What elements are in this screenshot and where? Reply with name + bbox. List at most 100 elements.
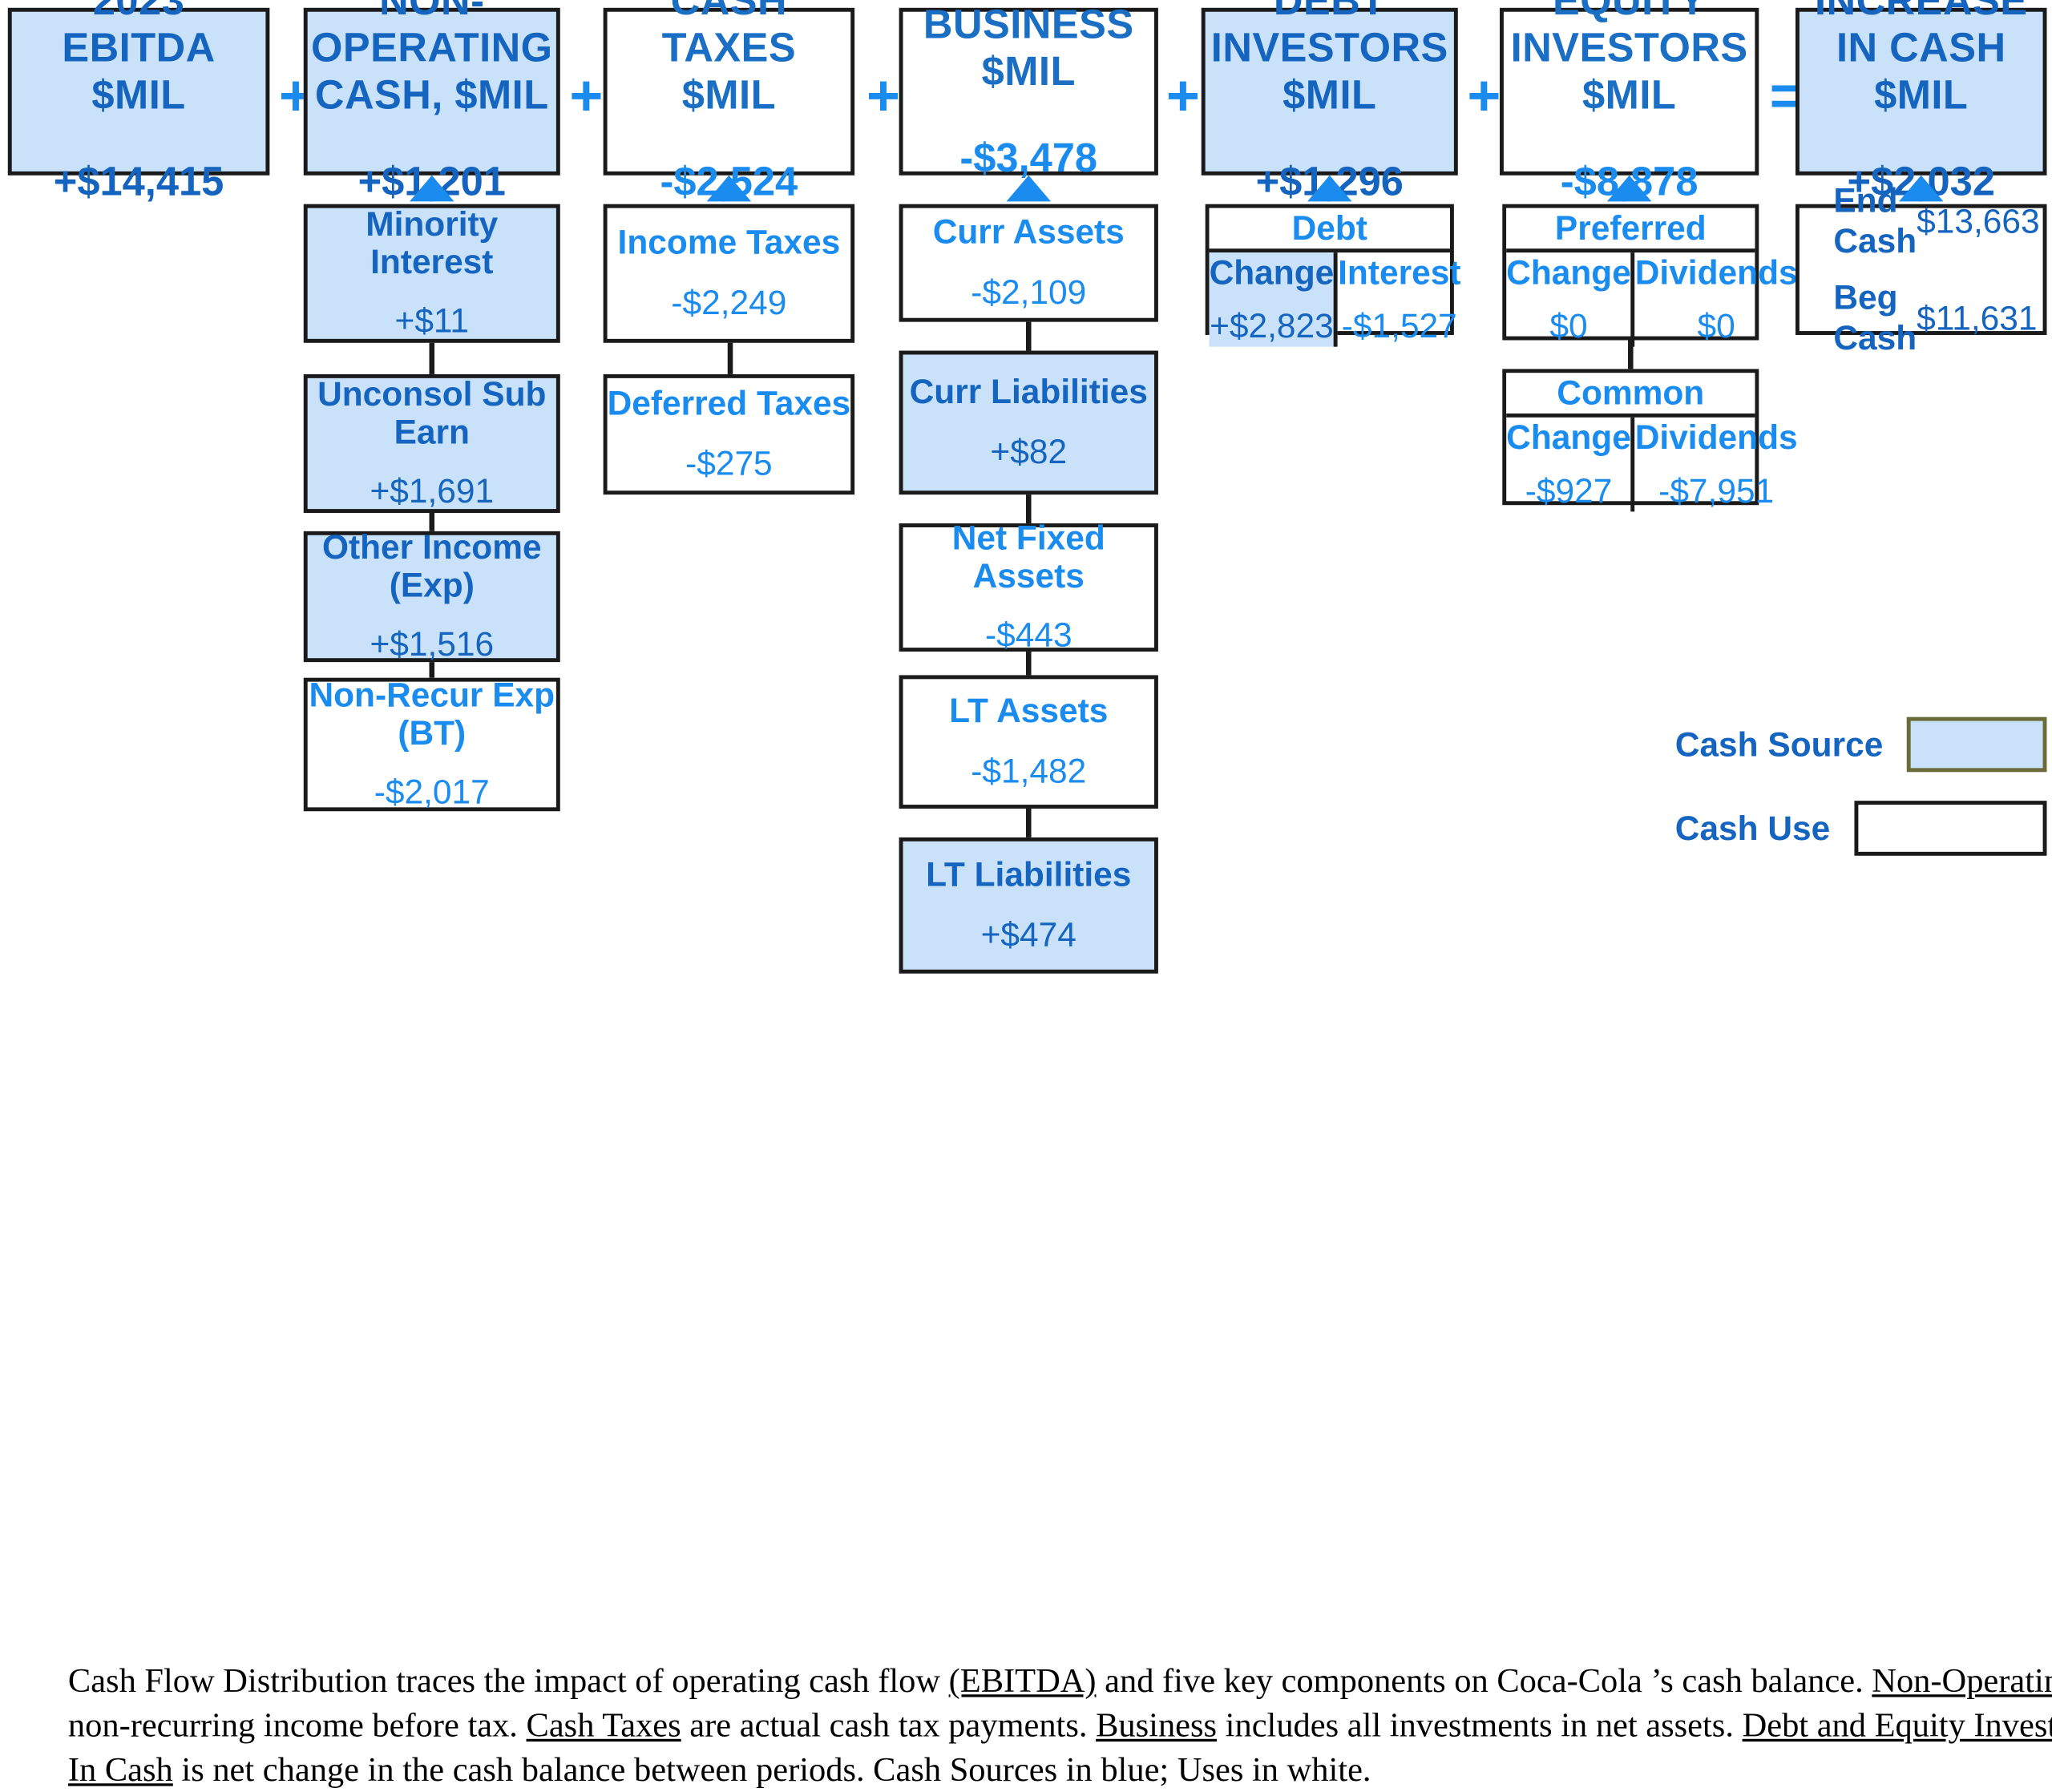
sub-label-lt-liabilities: LT Liabilities [926,854,1132,894]
sub-label-curr-liabilities: Curr Liabilities [909,372,1148,411]
sub-label-net-fixed-assets: Net Fixed Assets [951,518,1105,595]
sub-label-deferred-taxes: Deferred Taxes [607,383,851,423]
sub-value-income-taxes: -$2,249 [671,282,787,322]
table-common-label-change: Change [1506,417,1631,457]
sub-label-lt-assets: LT Assets [949,691,1109,731]
table-debt-cell-interest[interactable]: Interest -$1,527 [1338,252,1460,347]
sub-label-other-income-exp: Other Income (Exp) [321,527,542,604]
table-common-value-change: -$927 [1525,470,1613,511]
table-debt[interactable]: Debt Change +$2,823 Interest -$1,527 [1205,204,1460,347]
table-preferred-value-dividends: $0 [1697,306,1735,346]
header-box-business[interactable]: BUSINESS$MIL -$3,478 [899,2,1158,180]
sub-box-income-taxes[interactable]: Income Taxes -$2,249 [603,204,855,343]
sub-value-minority-interest: +$11 [394,301,469,341]
connector-stem [1026,808,1032,837]
footnote-seg-1: Cash Flow Distribution traces the impact… [67,1661,949,1700]
sub-box-deferred-taxes[interactable]: Deferred Taxes -$275 [603,373,855,495]
cash-balance-box[interactable]: End Cash $13,663 Beg Cash $11,631 [1796,180,2047,357]
connector-stem [1628,340,1634,369]
operator-plus-5: + [1467,64,1501,128]
connector-stem [727,342,733,374]
legend-swatch-cash-use [1853,801,2047,856]
sub-label-minority-interest: Minority Interest [366,204,499,281]
legend-label-cash-use: Cash Use [1674,808,1831,848]
table-debt-value-interest: -$1,527 [1341,306,1457,346]
header-title-business: BUSINESS$MIL [923,1,1134,95]
header-value-business: -$3,478 [959,135,1098,181]
table-debt-value-change: +$2,823 [1210,306,1334,346]
footnote-term-ebitda: (EBITDA) [948,1661,1097,1700]
connector-stem [429,342,435,374]
sub-label-unconsol-sub-earn: Unconsol Sub Earn [317,373,547,451]
sub-box-curr-liabilities[interactable]: Curr Liabilities +$82 [899,350,1158,495]
table-preferred[interactable]: Preferred Change $0 Dividends $0 [1502,204,1798,347]
footnote-term-cash-taxes: Cash Taxes [526,1705,681,1744]
table-common-cell-dividends[interactable]: Dividends -$7,951 [1635,418,1798,512]
sub-value-deferred-taxes: -$275 [685,443,773,483]
cash-value-beg-cash: $11,631 [1917,297,2038,337]
legend-swatch-cash-source [1906,716,2047,773]
operator-plus-4: + [1165,64,1200,128]
table-common-cell-change[interactable]: Change -$927 [1506,417,1635,512]
table-preferred-label-change: Change [1506,252,1631,293]
sub-label-curr-assets: Curr Assets [932,212,1125,252]
footnote-seg-2: and five key components on Coca-Cola ’s … [1096,1661,1872,1700]
connector-stem [429,662,435,678]
legend-row-cash-source: Cash Source [1674,716,2047,773]
sub-value-curr-assets: -$2,109 [971,272,1087,312]
operator-plus-3: + [866,64,901,128]
connector-stem [1026,652,1032,676]
sub-box-net-fixed-assets[interactable]: Net Fixed Assets -$443 [899,519,1158,654]
footnote-seg-5: includes all investments in net assets. [1217,1705,1743,1744]
legend-row-cash-use: Cash Use [1675,801,2047,856]
connector-stem [1026,494,1032,524]
arrow-up-non-operating-cash [410,175,454,202]
sub-box-other-income-exp[interactable]: Other Income (Exp) +$1,516 [303,527,560,664]
table-preferred-cell-dividends[interactable]: Dividends $0 [1635,252,1798,347]
table-debt-cell-change[interactable]: Change +$2,823 [1209,252,1339,347]
footnote-seg-4: are actual cash tax payments. [681,1705,1097,1744]
operator-plus-2: + [569,64,604,128]
cash-label-beg-cash: Beg Cash [1833,277,1917,357]
sub-box-minority-interest[interactable]: Minority Interest +$11 [303,204,560,343]
cash-label-end-cash: End Cash [1833,180,1917,260]
table-common[interactable]: Common Change -$927 Dividends -$7,951 [1502,369,1798,512]
table-common-title: Common [1506,373,1755,418]
arrow-up-cash-taxes [706,175,752,202]
header-box-cash-taxes[interactable]: CASH TAXES$MIL -$2,524 [603,0,855,204]
arrow-up-debt-investors [1307,175,1352,202]
table-preferred-value-change: $0 [1549,306,1588,346]
footnote-term-debt-equity-investors: Debt and Equity Investors [1742,1705,2052,1744]
table-debt-label-interest: Interest [1338,252,1461,293]
table-common-label-dividends: Dividends [1634,417,1798,457]
sub-box-lt-liabilities[interactable]: LT Liabilities +$474 [899,837,1158,974]
legend-label-cash-source: Cash Source [1674,724,1884,764]
sub-box-unconsol-sub-earn[interactable]: Unconsol Sub Earn +$1,691 [303,373,560,513]
header-title-cash-taxes: CASH TAXES$MIL [661,0,797,118]
sub-value-lt-liabilities: +$474 [980,914,1076,954]
cash-row-beg-cash: Beg Cash $11,631 [1833,277,2037,358]
table-debt-label-change: Change [1209,252,1335,293]
table-common-value-dividends: -$7,951 [1658,470,1775,511]
header-value-ebitda: +$14,415 [53,158,224,204]
sub-box-lt-assets[interactable]: LT Assets -$1,482 [899,675,1158,809]
sub-box-curr-assets[interactable]: Curr Assets -$2,109 [899,204,1158,322]
table-preferred-cell-change[interactable]: Change $0 [1506,252,1635,347]
sub-value-non-recur-exp-bt: -$2,017 [374,772,490,812]
sub-value-net-fixed-assets: -$443 [984,615,1072,655]
table-preferred-label-dividends: Dividends [1634,252,1798,293]
sub-box-non-recur-exp-bt[interactable]: Non-Recur Exp (BT) -$2,017 [303,676,560,812]
cash-row-end-cash: End Cash $13,663 [1833,180,2039,261]
sub-value-lt-assets: -$1,482 [971,750,1087,790]
